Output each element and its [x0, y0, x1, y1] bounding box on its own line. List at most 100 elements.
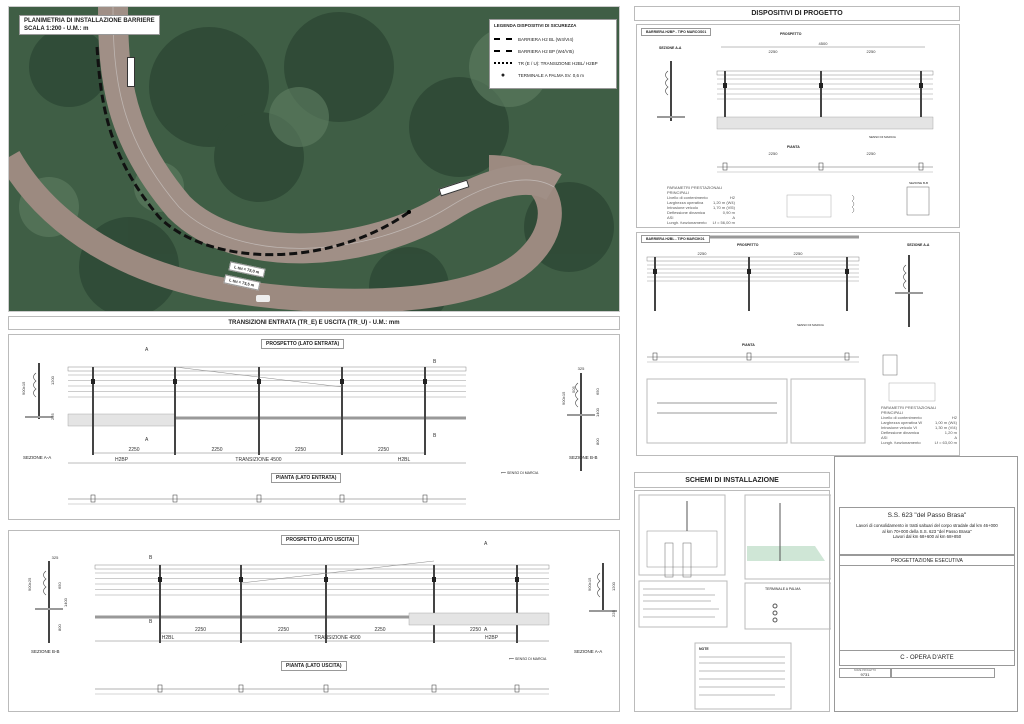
param-name: Lungh. funzionamento [667, 220, 707, 225]
segment-label: TRANSIZIONE 4500 [314, 635, 360, 641]
segment-label: H2BP [115, 457, 129, 463]
dimension-label: 900±15 [561, 391, 566, 405]
h2bp-params: PARAMETRI PRESTAZIONALI PRINCIPALI Livel… [667, 185, 735, 225]
pianta-label: PIANTA [787, 145, 800, 149]
legend-item: ● TERMINALE A PALMA SV. 0,6 m [494, 69, 612, 81]
dimension-label: 2250 [769, 49, 779, 54]
detail-box [790, 378, 866, 444]
cut-marker: B [149, 619, 153, 625]
dimension-label: 2250 [295, 447, 306, 453]
param-name: ASI [667, 215, 674, 220]
param-value: Lf = 63,00 m [934, 440, 957, 445]
plan-post [422, 494, 428, 503]
param-name: Deflessione dinamica [881, 430, 920, 435]
section-rail [33, 372, 37, 398]
code-box: NOME PROGETTO 9731 [839, 668, 891, 678]
blank-area [839, 566, 1015, 650]
legend-label: TR (E / U): TRANSIZIONE H2BL/ H2BP [518, 60, 598, 66]
dimension-label: 1200 [50, 375, 55, 385]
dot-icon: ● [500, 71, 506, 79]
param-name: Livello di contenimento [881, 415, 922, 420]
dimension-label: 900±25 [27, 577, 32, 591]
direction-arrow-icon [127, 57, 135, 87]
post-bolt [723, 83, 727, 88]
section-rail [575, 382, 579, 408]
dimension-label: 2250 [128, 447, 139, 453]
plan-post [818, 162, 824, 171]
cut-marker: A [484, 541, 488, 547]
prospetto-entry-label: PROSPETTO (LATO ENTRATA) [261, 339, 345, 349]
notes-title: NOTE [699, 647, 709, 651]
description-line: Lavori di consolidamento in tratti saltu… [856, 523, 998, 528]
prospetto-exit-label: PROSPETTO (LATO USCITA) [281, 535, 360, 545]
transitions-title: TRANSIZIONI ENTRATA (TR_E) E USCITA (TR_… [8, 316, 620, 330]
top-rail [67, 366, 467, 372]
dimension-label: 4500 [819, 41, 829, 46]
param-name: ASI [881, 435, 888, 440]
post-bolt [819, 83, 823, 88]
section-rail [597, 572, 601, 598]
cut-marker: B [433, 433, 437, 439]
description-line: al km 70+000 della S.S. 623 "del Passo B… [882, 528, 972, 534]
dimension-label: 900±15 [587, 577, 592, 591]
post-bolt [423, 379, 427, 384]
params-title: PARAMETRI PRESTAZIONALI PRINCIPALI [667, 185, 723, 195]
param-value: 1,00 m (W4) [934, 420, 957, 425]
dotted-line-icon [494, 62, 512, 64]
map-title: PLANIMETRIA DI INSTALLAZIONE BARRIERE SC… [19, 15, 160, 35]
segment-label: TRANSIZIONE 4500 [235, 457, 281, 463]
description-line: Lavori dal km 68+600 al km 68+850 [892, 534, 962, 539]
dimension-label: 650 [595, 388, 600, 395]
concrete-curb [716, 116, 934, 130]
plan-post [339, 494, 345, 503]
plan-post [256, 494, 262, 503]
cut-marker: A [484, 627, 488, 633]
dimension-label: 1400 [63, 597, 68, 607]
project-phase: PROGETTAZIONE ESECUTIVA [839, 555, 1015, 566]
dimension-label: 2250 [378, 447, 389, 453]
components-table [888, 382, 936, 402]
rail-profile [851, 194, 855, 214]
section-rail [665, 70, 669, 96]
code-value: 9731 [860, 672, 870, 677]
param-name: Intrusione veicolo VI [881, 425, 918, 430]
segment-label: H2BL [162, 635, 175, 641]
top-rail [646, 256, 860, 262]
section-bb-label: SEZIONE B-B [909, 181, 929, 185]
param-name: Deflessione dinamica [667, 210, 706, 215]
direction-label: SENSO DI MARCIA [869, 135, 896, 139]
post-bolt [747, 269, 751, 274]
cut-marker: A [145, 437, 149, 443]
post-bolt [432, 577, 436, 582]
post-bolt [653, 269, 657, 274]
plan-post [323, 684, 329, 693]
plan-post [431, 684, 437, 693]
dimension-label: 2250 [470, 627, 481, 633]
dimension-label: 2250 [374, 627, 385, 633]
plan-post [722, 162, 728, 171]
legend-item: BARRIERA H2 BL (W4/VI4) [494, 33, 612, 45]
params-title: PARAMETRI PRESTAZIONALI PRINCIPALI [881, 405, 937, 415]
segment-label: H2BP [485, 635, 499, 641]
concrete-curb [67, 413, 176, 427]
direction-label: SENSO DI MARCIA [797, 323, 824, 327]
section-rail [43, 570, 47, 596]
post-bolt [515, 577, 519, 582]
post-bolt [919, 83, 923, 88]
direction-label: ⟵ SENSO DI MARCIA [509, 657, 547, 661]
prospetto-label: PROSPETTO [780, 32, 802, 36]
pianta-label: PIANTA [742, 343, 755, 347]
dimension-label: 900±15 [21, 381, 26, 395]
param-row: Deflessione dinamica 1,20 m [881, 430, 957, 435]
site-plan-panel: PLANIMETRIA DI INSTALLAZIONE BARRIERE SC… [8, 6, 620, 312]
plan-post [844, 352, 850, 361]
param-value: 1,20 m [944, 430, 957, 435]
